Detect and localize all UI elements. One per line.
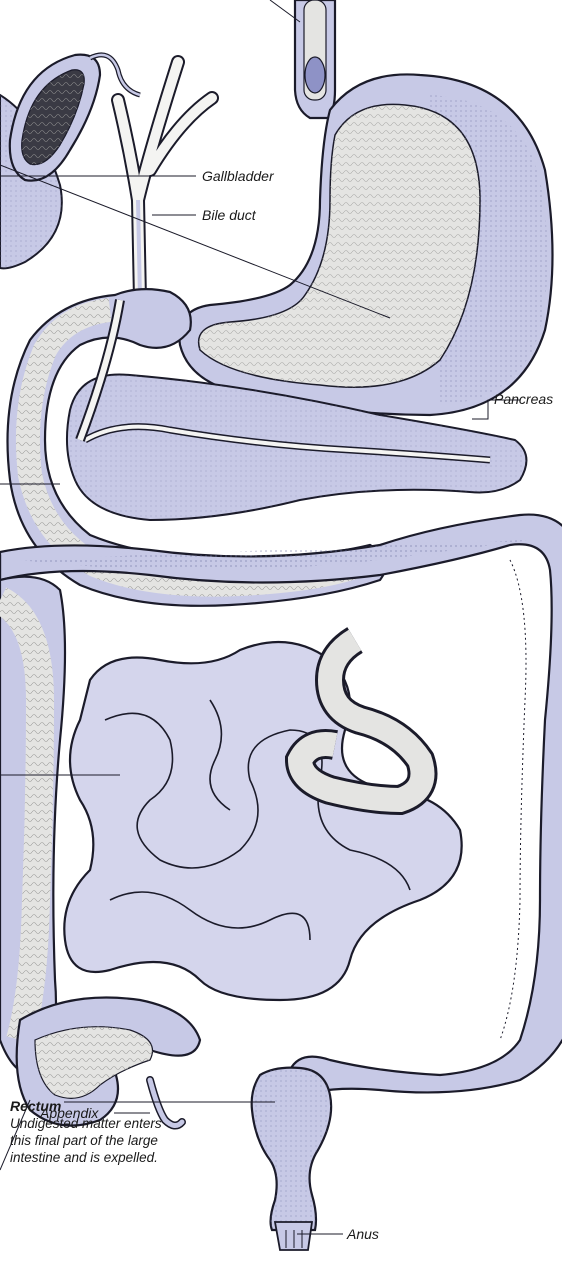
stomach <box>179 74 552 415</box>
bile-duct-label: Bile duct <box>202 207 256 223</box>
gallbladder-label: Gallbladder <box>202 168 274 184</box>
bile-duct <box>118 62 212 300</box>
rectum-desc-line-2: this final part of the large <box>10 1132 260 1149</box>
rectum-desc-line-3: intestine and is expelled. <box>10 1149 260 1166</box>
rectum <box>252 1068 331 1230</box>
esophagus <box>295 0 335 118</box>
small-intestine <box>64 642 461 1000</box>
rectum-title: Rectum <box>10 1098 260 1115</box>
anus-label: Anus <box>347 1226 379 1242</box>
rectum-annotation: Rectum Undigested matter enters this fin… <box>10 1098 260 1166</box>
pancreas-label: Pancreas <box>494 391 553 407</box>
anus <box>275 1222 312 1250</box>
rectum-desc-line-1: Undigested matter enters <box>10 1115 260 1132</box>
